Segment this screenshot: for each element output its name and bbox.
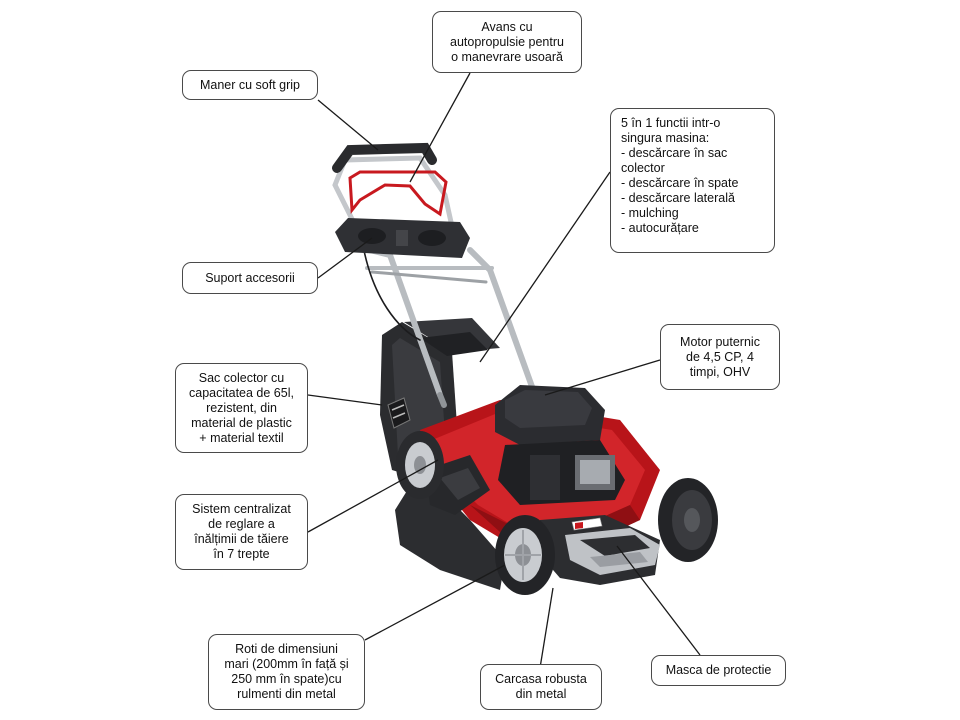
callout-motor-line-3: timpi, OHV <box>689 364 751 379</box>
callout-masca-line-1: Masca de protectie <box>665 663 772 677</box>
callout-functii-line-5: - descărcare în spate <box>621 176 739 190</box>
leader-maner <box>317 99 379 151</box>
callout-roti-line-3: 250 mm în spate)cu <box>231 672 342 686</box>
callout-avans-line-3: o manevrare usoară <box>451 49 563 64</box>
callout-functii-line-3: - descărcare în sac <box>621 146 728 160</box>
callout-motor-line-1: Motor puternic <box>680 334 760 349</box>
callout-sac-line-5: + material textil <box>199 430 284 445</box>
callout-carcasa: Carcasa robusta din metal <box>480 664 602 710</box>
callout-suport: Suport accesorii <box>182 262 318 294</box>
leader-suport <box>317 237 373 279</box>
right-rear-wheel <box>658 478 718 562</box>
front-guard <box>565 517 660 575</box>
callout-functii-line-8: - autocurățare <box>621 221 699 235</box>
callout-roti-line-2: mari (200mm în față și <box>224 657 349 671</box>
callout-carcasa-line-1: Carcasa robusta <box>495 672 587 686</box>
callout-sistem-line-3: înălțimii de tăiere <box>194 532 289 546</box>
leader-roti <box>364 564 506 641</box>
lawnmower-illustration <box>332 142 718 595</box>
callout-avans-line-1: Avans cu <box>481 19 533 34</box>
callout-roti: Roti de dimensiuni mari (200mm în față ș… <box>208 634 365 710</box>
callout-functii-line-6: - descărcare laterală <box>621 191 735 205</box>
callout-roti-line-1: Roti de dimensiuni <box>235 642 338 656</box>
callout-maner: Maner cu soft grip <box>182 70 318 100</box>
engine <box>495 385 625 505</box>
callout-maner-line-1: Maner cu soft grip <box>199 77 301 92</box>
accessory-holder <box>335 218 470 258</box>
callout-motor: Motor puternic de 4,5 CP, 4 timpi, OHV <box>660 324 780 390</box>
callout-motor-line-2: de 4,5 CP, 4 <box>686 349 754 364</box>
leader-avans <box>409 72 471 183</box>
callout-sac-line-2: capacitatea de 65l, <box>189 385 294 400</box>
callout-carcasa-line-2: din metal <box>515 687 567 701</box>
callout-sistem: Sistem centralizat de reglare a înălțimi… <box>175 494 308 570</box>
callout-sistem-line-1: Sistem centralizat <box>192 502 291 516</box>
leader-lines <box>307 72 701 669</box>
callout-functii-line-1: 5 în 1 functii intr-o <box>621 116 721 130</box>
callout-sac-line-1: Sac colector cu <box>198 370 285 385</box>
rear-wheel <box>396 431 444 499</box>
callout-functii: 5 în 1 functii intr-o singura masina: - … <box>610 108 775 253</box>
leader-sistem <box>307 459 439 533</box>
callout-masca: Masca de protectie <box>651 655 786 686</box>
callout-roti-line-4: rulmenti din metal <box>237 687 336 701</box>
leader-masca <box>616 545 701 656</box>
callout-suport-line-1: Suport accesorii <box>205 270 295 285</box>
callout-functii-line-7: - mulching <box>621 206 679 220</box>
callout-sac-line-3: rezistent, din <box>206 400 277 415</box>
callout-sistem-line-4: în 7 trepte <box>213 547 270 561</box>
handle-frame <box>332 142 538 408</box>
leader-sac <box>307 394 383 406</box>
leader-carcasa <box>539 587 554 669</box>
callout-sac: Sac colector cu capacitatea de 65l, rezi… <box>175 363 308 453</box>
callout-functii-line-2: singura masina: <box>621 131 710 145</box>
callout-avans-line-2: autopropulsie pentru <box>450 34 564 49</box>
leader-motor <box>544 359 661 396</box>
callout-sistem-line-2: de reglare a <box>208 517 275 531</box>
leader-functii <box>479 171 611 363</box>
front-wheel <box>495 515 555 595</box>
callout-functii-line-4: colector <box>621 161 665 175</box>
callout-sac-line-4: material de plastic <box>191 415 292 430</box>
callout-avans: Avans cu autopropulsie pentru o manevrar… <box>432 11 582 73</box>
